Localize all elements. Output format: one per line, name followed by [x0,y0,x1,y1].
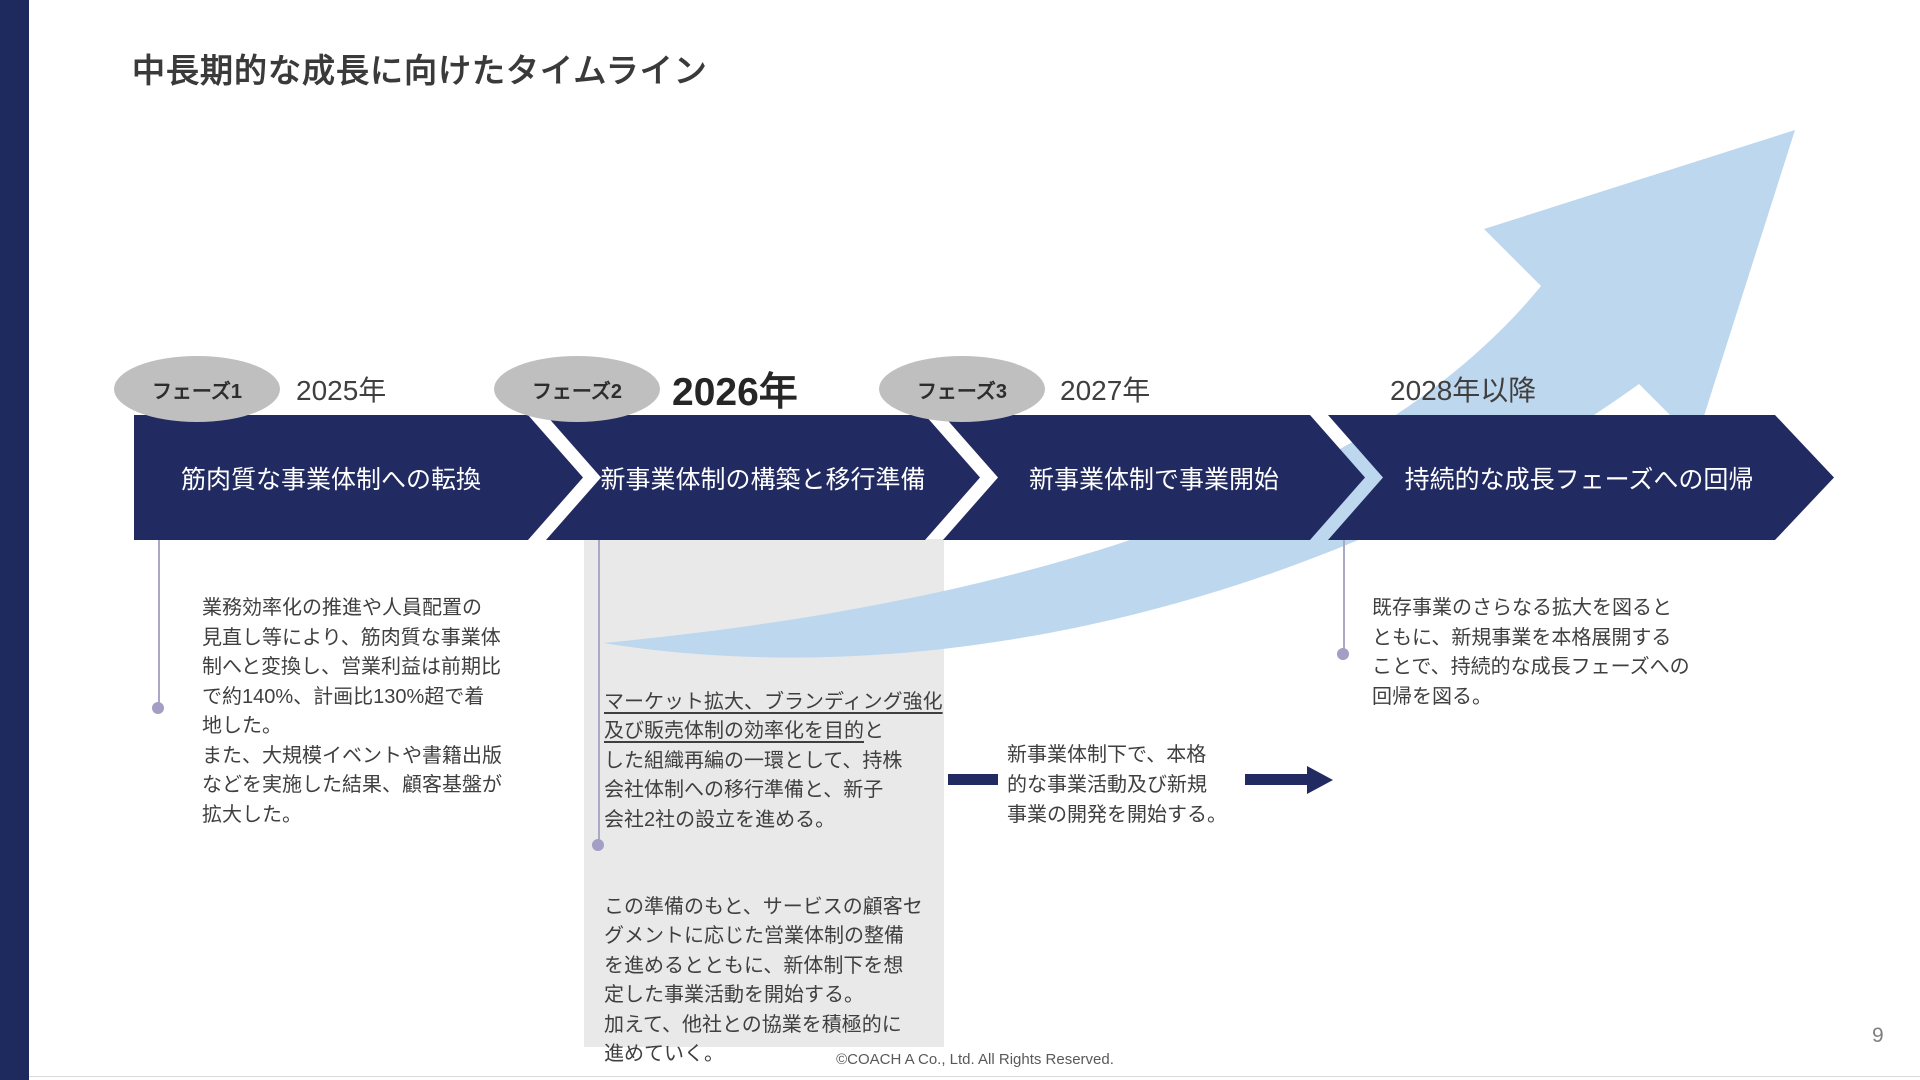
phase-badge-1-label: フェーズ1 [151,380,243,403]
connector-dot-phase2 [592,839,604,851]
connector-dot-phase1 [152,702,164,714]
phase-badge-3: フェーズ3 [879,356,1045,422]
year-label-2028: 2028年以降 [1390,375,1537,406]
timeline-segment-label-2: 新事業体制の構築と移行準備 [600,465,926,494]
page-title: 中長期的な成長に向けたタイムライン [132,52,708,89]
timeline-segment-3 [943,415,1365,540]
phase-badge-1: フェーズ1 [114,356,280,422]
left-edge-bar [0,0,29,1080]
year-label-2027: 2027年 [1060,375,1151,406]
phase-badge-2-label: フェーズ2 [531,380,623,403]
timeline-segment-2 [546,415,980,540]
connector-line-phase1 [158,540,160,708]
flow-line-left [948,774,998,785]
timeline-segment-1 [134,415,583,540]
timeline-segment-label-1: 筋肉質な事業体制への転換 [180,465,481,494]
connector-line-phase2 [598,540,600,845]
footer-copyright: ©COACH A Co., Ltd. All Rights Reserved. [836,1051,1114,1068]
timeline-segment-label-4: 持続的な成長フェーズへの回帰 [1404,465,1754,494]
note-phase4: 既存事業のさらなる拡大を図ると ともに、新規事業を本格展開する ことで、持続的な… [1372,597,1690,708]
bottom-divider [29,1076,1920,1077]
note-phase2-rest-text: と した組織再編の一環として、持株 会社体制への移行準備と、新子 会社2社の設立… [604,720,903,831]
note-phase2-paragraph-1: マーケット拡大、ブランディング強化 及び販売体制の効率化を目的と した組織再編の… [604,688,949,836]
timeline-segment-4 [1328,415,1834,540]
year-label-2025: 2025年 [296,375,387,406]
connector-line-phase4 [1343,540,1345,654]
connector-dot-phase4 [1337,648,1349,660]
note-phase3: 新事業体制下で、本格 的な事業活動及び新規 事業の開発を開始する。 [1007,744,1227,826]
growth-swoosh-arrow [603,130,1795,658]
timeline-segment-label-3: 新事業体制で事業開始 [1028,465,1279,494]
note-phase2-underlined-text: マーケット拡大、ブランディング強化 及び販売体制の効率化を目的 [604,690,943,743]
note-phase1: 業務効率化の推進や人員配置の 見直し等により、筋肉質な事業体 制へと変換し、営業… [202,597,502,826]
note-phase2: マーケット拡大、ブランディング強化 及び販売体制の効率化を目的と した組織再編の… [604,658,949,1080]
phase-badge-3-label: フェーズ3 [916,380,1008,403]
phase-badge-2: フェーズ2 [494,356,660,422]
year-label-2026: 2026年 [672,371,798,414]
note-phase2-paragraph-2: この準備のもと、サービスの顧客セ グメントに応じた営業体制の整備 を進めるととも… [604,895,923,1066]
flow-arrow-right-head-icon [1307,766,1333,794]
flow-arrow-right-shaft [1245,774,1307,785]
page-number: 9 [1872,1024,1884,1047]
